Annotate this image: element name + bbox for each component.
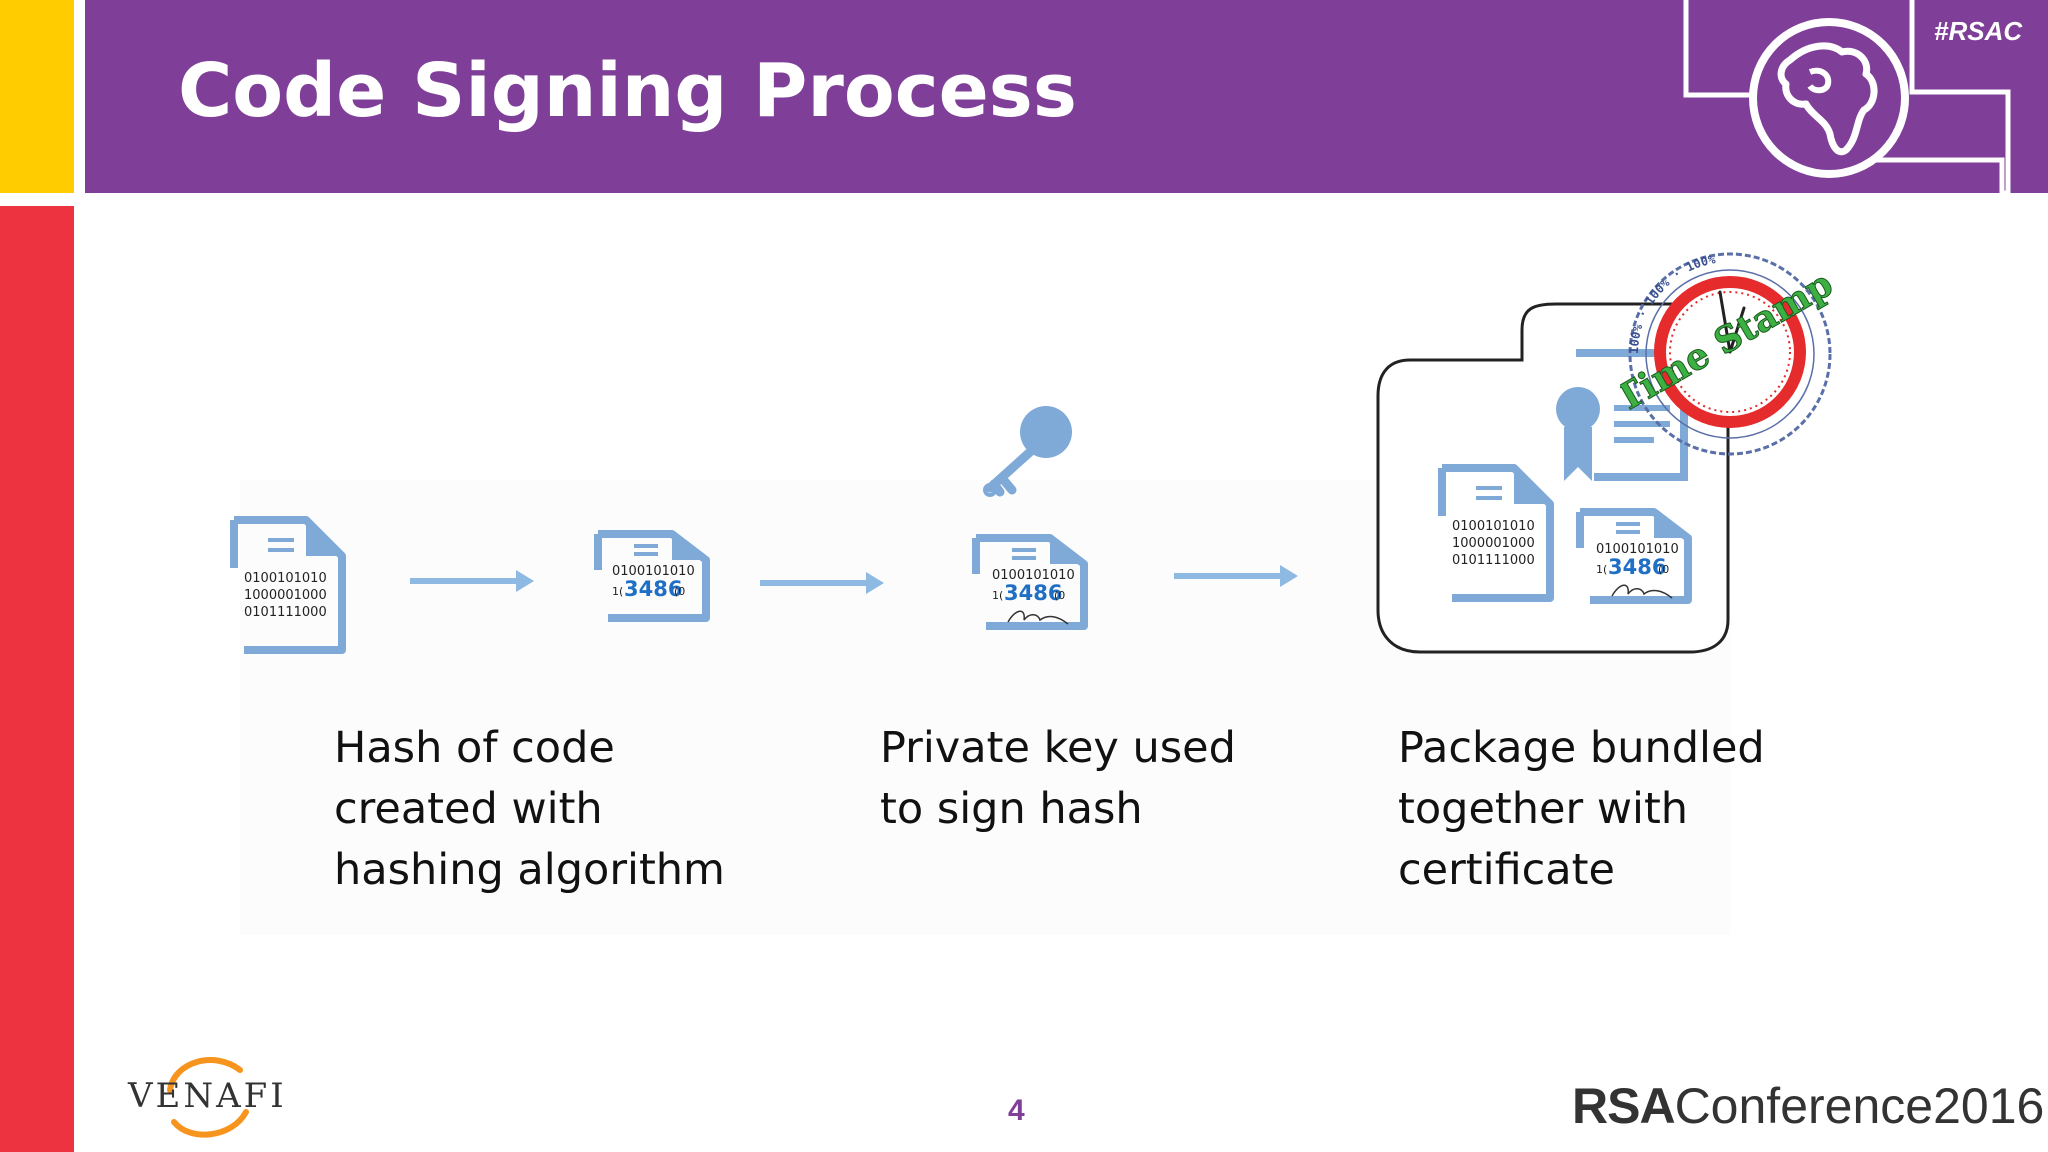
bundled-code-document-icon: 0100101010 1000001000 0101111000 — [1438, 464, 1554, 602]
caption-sign: Private key used to sign hash — [880, 718, 1236, 840]
rsac-hashtag: #RSAC — [1934, 16, 2023, 46]
binary-line: 1000001000 — [1452, 536, 1535, 551]
caption-line: created with — [334, 784, 603, 834]
venafi-swoosh-icon — [167, 1057, 249, 1138]
arrow-right-icon — [1174, 565, 1298, 587]
binary-line: 0100101010 — [1452, 519, 1535, 534]
binary-line: 0101111000 — [1452, 553, 1535, 568]
caption-hash: Hash of code created with hashing algori… — [334, 718, 725, 901]
code-document-icon: 0100101010 1000001000 0101111000 — [230, 516, 346, 654]
hash-value: 3486 — [624, 577, 682, 601]
arrow-right-icon — [760, 572, 884, 594]
package-folder-icon — [1376, 302, 1730, 654]
private-key-icon — [983, 406, 1072, 497]
bundled-signed-hash-document-icon: 0100101010 1( 3486 (0 — [1576, 508, 1692, 604]
page-number: 4 — [1008, 1094, 1025, 1127]
hash-suffix: (0 — [1658, 563, 1669, 576]
slide-title: Code Signing Process — [178, 48, 1077, 134]
venafi-logo: VENAFI — [128, 1050, 288, 1140]
binary-line: 1000001000 — [244, 588, 327, 603]
time-stamp-icon: 100% · 100% · 100% Time Stamp — [1620, 252, 1840, 456]
hash-suffix: (0 — [674, 585, 685, 598]
hash-value: 3486 — [1608, 555, 1666, 579]
caption-line: hashing algorithm — [334, 845, 725, 895]
binary-line: 0100101010 — [992, 568, 1075, 583]
caption-line: certificate — [1398, 845, 1615, 895]
signature-scribble — [1611, 584, 1673, 599]
hash-value: 3486 — [1004, 581, 1062, 605]
caption-line: to sign hash — [880, 784, 1143, 834]
hash-prefix: 1( — [612, 585, 623, 598]
arrow-right-icon — [410, 570, 534, 592]
conference-wordmark: Conference2016 — [1674, 1078, 2045, 1134]
globe-badge-icon — [1683, 0, 2011, 196]
hash-prefix: 1( — [1596, 563, 1607, 576]
hash-document-icon: 0100101010 1( 3486 (0 — [594, 530, 710, 622]
binary-line: 0101111000 — [244, 605, 327, 620]
binary-line: 0100101010 — [1596, 542, 1679, 557]
caption-line: Package bundled — [1398, 723, 1765, 773]
binary-line: 0100101010 — [244, 571, 327, 586]
caption-line: Hash of code — [334, 723, 615, 773]
binary-line: 0100101010 — [612, 564, 695, 579]
hash-suffix: (0 — [1054, 589, 1065, 602]
caption-line: Private key used — [880, 723, 1236, 773]
rsa-conference-logo: RSAConference2016 — [1572, 1078, 2044, 1134]
signed-hash-document-icon: 0100101010 1( 3486 (0 — [972, 534, 1088, 630]
venafi-wordmark: VENAFI — [128, 1076, 287, 1116]
side-bar-yellow — [0, 0, 74, 193]
rsa-wordmark: RSA — [1572, 1078, 1676, 1134]
hash-prefix: 1( — [992, 589, 1003, 602]
side-bar-red — [0, 206, 74, 1152]
caption-package: Package bundled together with certificat… — [1398, 718, 1765, 901]
signature-scribble — [1007, 610, 1069, 625]
caption-line: together with — [1398, 784, 1689, 834]
